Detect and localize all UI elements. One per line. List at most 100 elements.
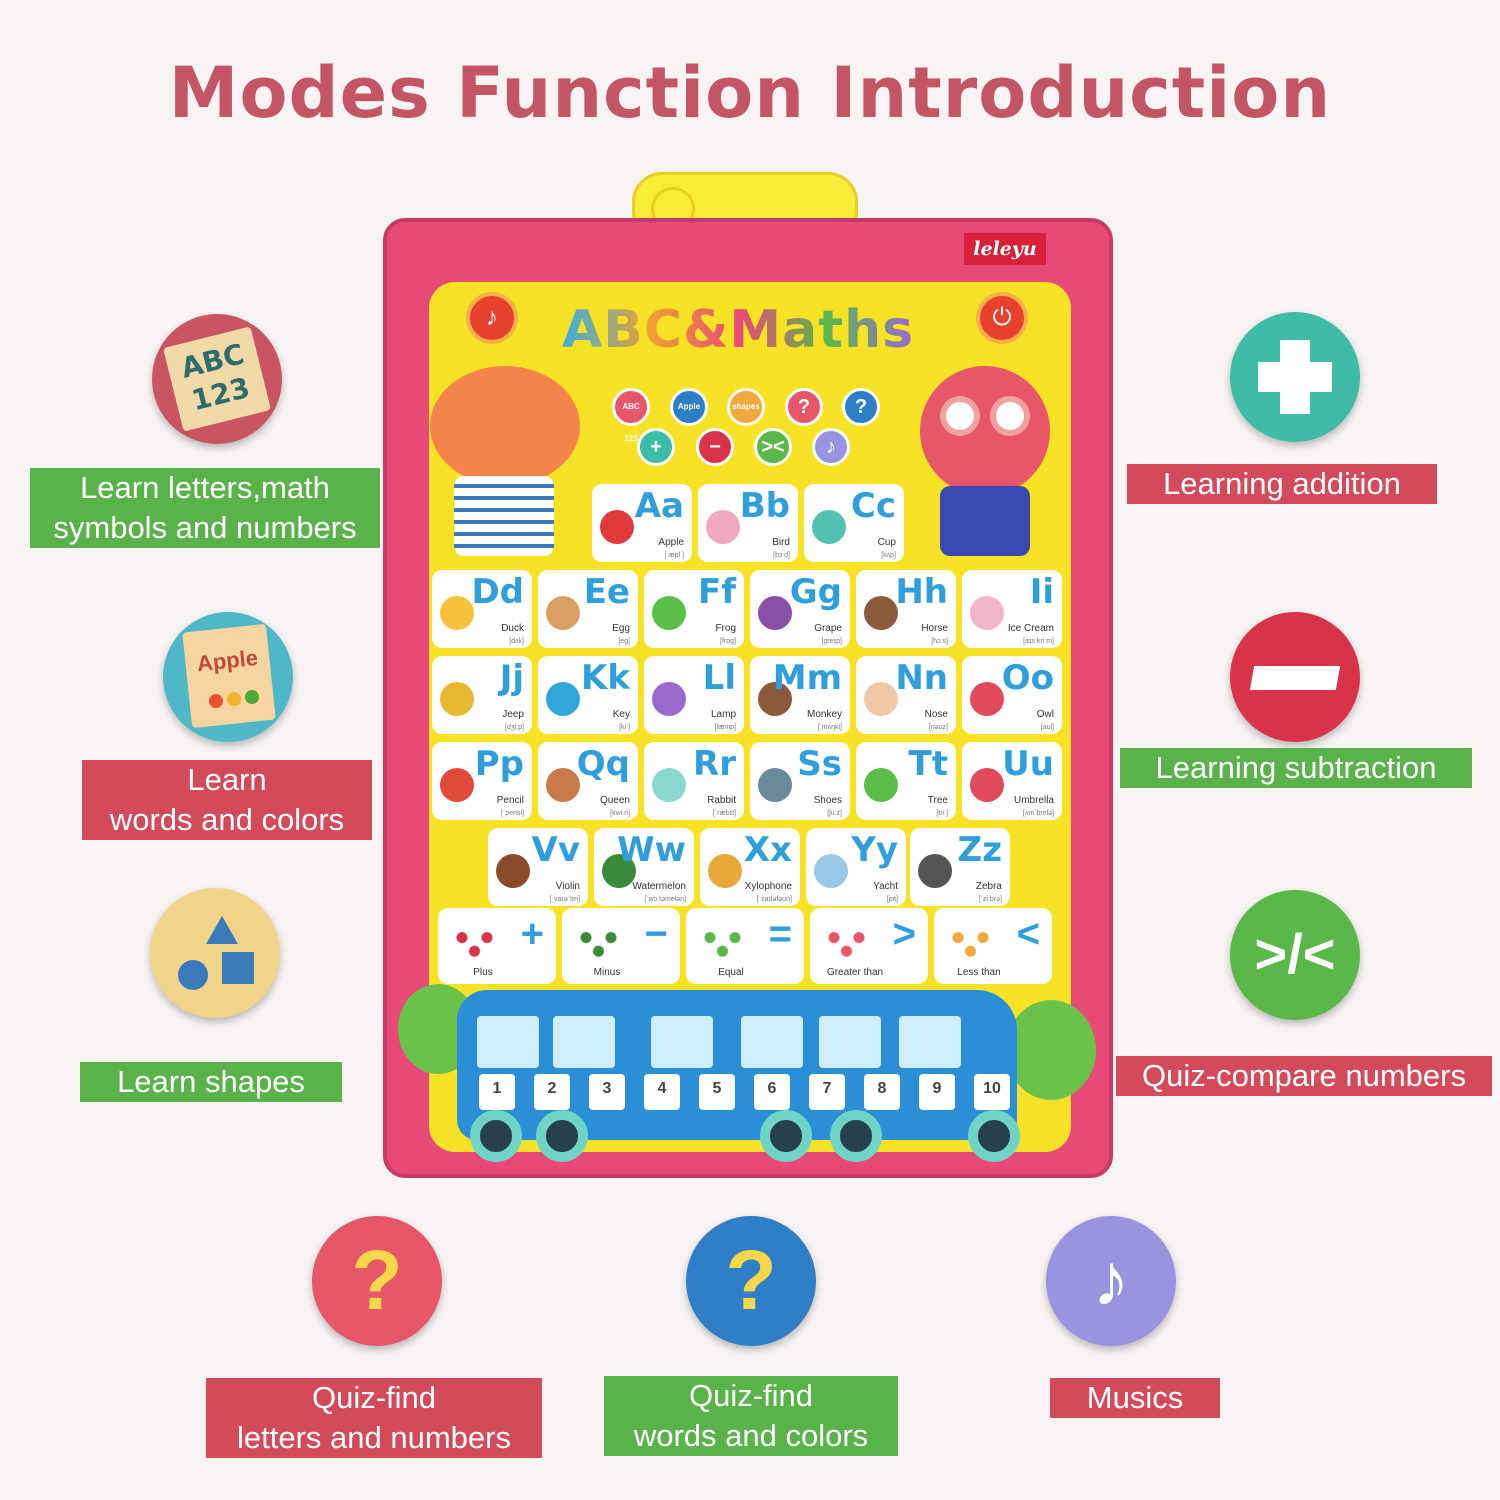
label-learning-addition: Learning addition — [1127, 464, 1437, 504]
letter-word: Pencil — [496, 795, 524, 806]
letter-word: Shoes — [813, 795, 842, 806]
letter-glyph: Gg — [789, 572, 842, 612]
page-title: Modes Function Introduction — [168, 52, 1332, 134]
number-tile-6[interactable]: 6 — [754, 1074, 790, 1110]
number-tile-3[interactable]: 3 — [589, 1074, 625, 1110]
math-card-minus[interactable]: −Minus — [562, 908, 680, 984]
letter-ipa: [kʌp] — [881, 552, 896, 559]
apple-word-icon-text: Apple — [182, 623, 276, 729]
mode-button[interactable]: + — [637, 428, 675, 466]
mode-button[interactable]: − — [696, 428, 734, 466]
letter-picture — [864, 768, 898, 802]
letter-glyph: Ll — [702, 658, 736, 698]
letter-ipa: [jɒt] — [886, 896, 898, 903]
mode-button[interactable]: ? — [842, 388, 880, 426]
compare-glyph: >/< — [1254, 922, 1336, 985]
math-card-greater-than[interactable]: >Greater than — [810, 908, 928, 984]
math-card-less-than[interactable]: <Less than — [934, 908, 1052, 984]
number-tile-9[interactable]: 9 — [919, 1074, 955, 1110]
letter-word: Cup — [877, 537, 896, 548]
mode-button[interactable]: shapes — [727, 388, 765, 426]
volume-button[interactable]: ♪ — [466, 292, 518, 344]
mode-button[interactable]: >< — [754, 428, 792, 466]
label-quiz-compare: Quiz-compare numbers — [1116, 1056, 1492, 1096]
number-tile-7[interactable]: 7 — [809, 1074, 845, 1110]
letter-word: Duck — [501, 623, 524, 634]
letter-ipa: [aɪs kriːm] — [1023, 638, 1054, 645]
abc-123-icon-text: ABC 123 — [162, 326, 272, 432]
mode-button[interactable]: ♪ — [812, 428, 850, 466]
letter-glyph: Xx — [743, 830, 792, 870]
letter-picture — [758, 768, 792, 802]
letter-glyph: Jj — [499, 658, 524, 698]
number-tile-10[interactable]: 10 — [974, 1074, 1010, 1110]
math-illustration — [700, 924, 750, 958]
bus-window — [651, 1016, 713, 1068]
mode-button[interactable]: ABC 123 — [612, 388, 650, 443]
quiz-letters-icon: ? — [312, 1216, 442, 1346]
letter-glyph: Kk — [581, 658, 630, 698]
shapes-icon — [150, 888, 280, 1018]
math-card-plus[interactable]: +Plus — [438, 908, 556, 984]
power-button[interactable]: ⏻ — [976, 292, 1028, 344]
letter-word: Nose — [924, 709, 948, 720]
math-symbol: + — [520, 912, 544, 956]
letter-glyph: Oo — [1001, 658, 1054, 698]
letter-word: Tree — [927, 795, 948, 806]
letter-ipa: [ˈmʌŋki] — [817, 724, 843, 731]
letter-ipa: [ˈziːbrə] — [978, 896, 1002, 903]
letter-word: Ice Cream — [1007, 623, 1054, 634]
math-illustration — [452, 924, 502, 958]
letter-glyph: Ff — [697, 572, 736, 612]
letter-ipa: [dʌk] — [509, 638, 524, 645]
number-tile-5[interactable]: 5 — [699, 1074, 735, 1110]
letter-picture — [600, 510, 634, 544]
letter-word: Xylophone — [744, 881, 792, 892]
letter-picture — [652, 682, 686, 716]
mode-button[interactable]: Apple — [670, 388, 708, 426]
math-symbol: > — [892, 912, 916, 956]
math-card-equal[interactable]: =Equal — [686, 908, 804, 984]
mode-button[interactable]: ? — [785, 388, 823, 426]
number-tile-4[interactable]: 4 — [644, 1074, 680, 1110]
number-tile-1[interactable]: 1 — [479, 1074, 515, 1110]
letter-picture — [602, 854, 636, 888]
math-symbol: − — [644, 912, 668, 956]
tree-right — [1006, 1000, 1096, 1100]
letter-ipa: [triː] — [936, 810, 948, 817]
letter-picture — [706, 510, 740, 544]
letter-picture — [546, 682, 580, 716]
number-tile-2[interactable]: 2 — [534, 1074, 570, 1110]
poster-heading-text: ABC&Maths — [562, 300, 915, 360]
letter-picture — [758, 682, 792, 716]
number-tile-8[interactable]: 8 — [864, 1074, 900, 1110]
apple-word-icon: Apple — [163, 612, 293, 742]
